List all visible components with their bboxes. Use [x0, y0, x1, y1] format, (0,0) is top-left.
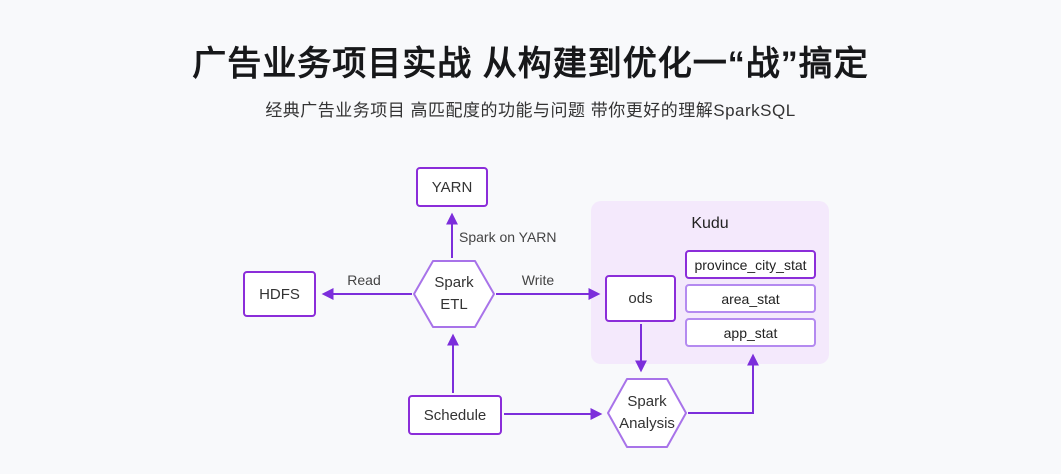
spark-analysis-hexagon — [607, 378, 687, 448]
hdfs-label: HDFS — [259, 285, 300, 303]
table-app-stat-label: app_stat — [723, 324, 778, 341]
spark-etl-hexagon — [413, 260, 495, 328]
edge-label-write: Write — [521, 272, 555, 288]
header: 广告业务项目实战 从构建到优化一“战”搞定 经典广告业务项目 高匹配度的功能与问… — [0, 0, 1061, 121]
table-app-stat: app_stat — [685, 318, 816, 347]
edge-label-read: Read — [347, 272, 381, 288]
table-province-city-stat-label: province_city_stat — [694, 256, 807, 273]
kudu-label: Kudu — [691, 215, 729, 232]
hdfs-node: HDFS — [243, 271, 316, 317]
yarn-label: YARN — [431, 178, 473, 196]
yarn-node: YARN — [416, 167, 488, 207]
ods-label: ods — [628, 290, 653, 307]
schedule-label: Schedule — [423, 406, 487, 424]
edge-analysis-to-app-stat — [688, 353, 759, 414]
page-title: 广告业务项目实战 从构建到优化一“战”搞定 — [192, 45, 869, 83]
page-subtitle: 经典广告业务项目 高匹配度的功能与问题 带你更好的理解SparkSQL — [265, 101, 796, 121]
table-area-stat-label: area_stat — [721, 290, 780, 307]
table-area-stat: area_stat — [685, 284, 816, 313]
edge-label-spark-on-yarn: Spark on YARN — [459, 229, 557, 245]
table-province-city-stat: province_city_stat — [685, 250, 816, 279]
schedule-node: Schedule — [408, 395, 502, 435]
ods-node: ods — [605, 275, 676, 322]
